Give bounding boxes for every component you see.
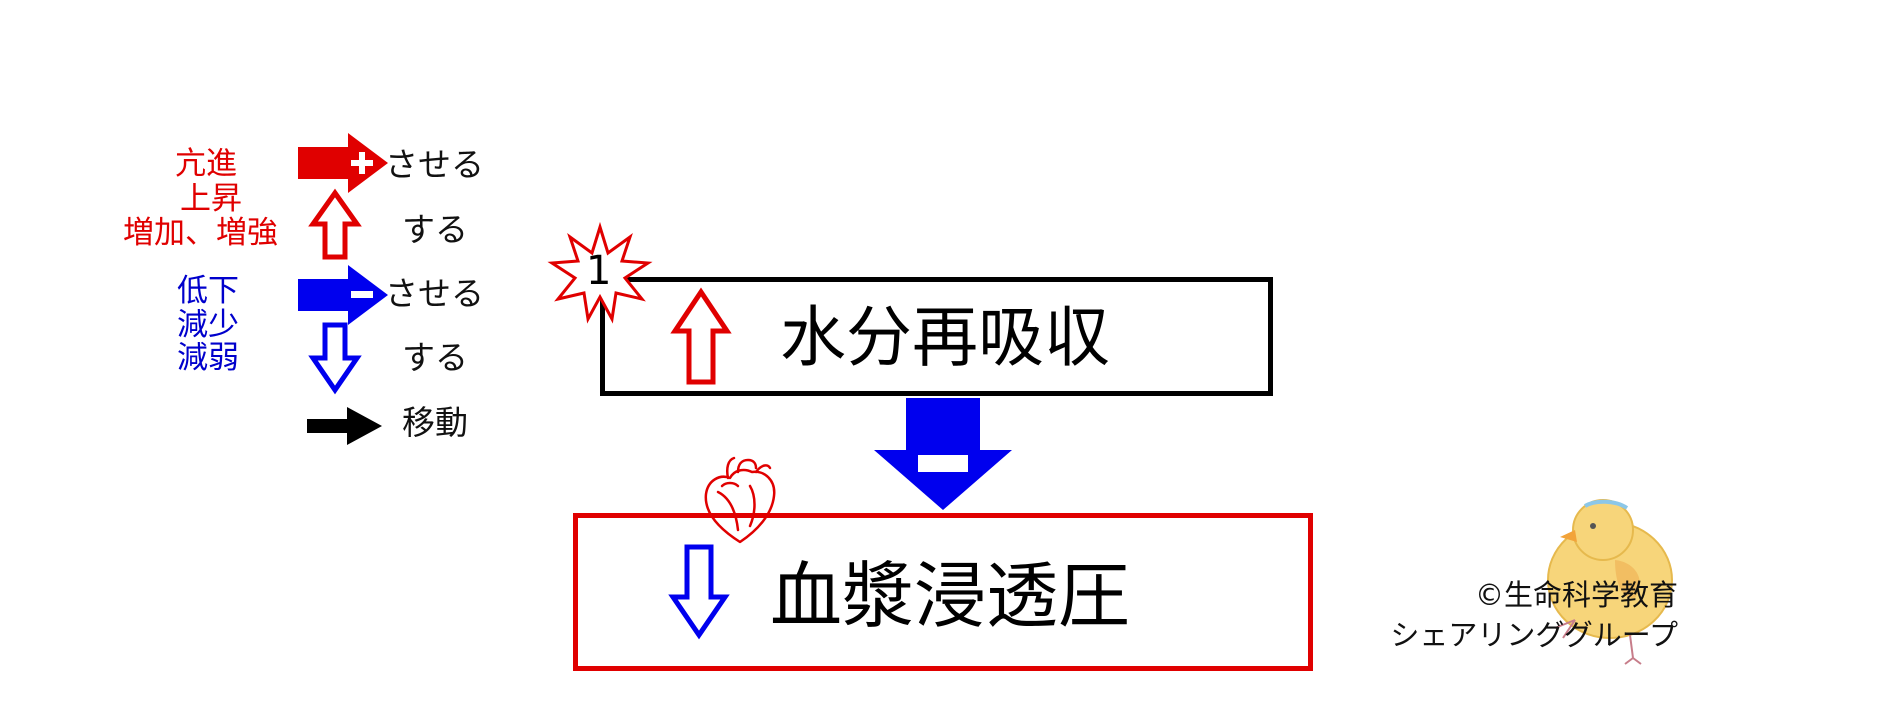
legend-label-rise: 上昇 bbox=[180, 181, 242, 217]
legend-suffix-suru-2: する bbox=[402, 338, 468, 377]
legend-label-enhance: 亢進 bbox=[175, 146, 237, 182]
legend-suffix-saseru-1: させる bbox=[385, 145, 484, 184]
legend-suffix-suru-1: する bbox=[402, 210, 468, 249]
legend-label-reduce: 減少 bbox=[177, 307, 239, 343]
red-up-arrow-icon bbox=[670, 287, 732, 385]
chick-mascot-icon bbox=[1547, 499, 1673, 665]
legend-label-weaken: 減弱 bbox=[177, 340, 239, 376]
copyright-line-2: シェアリンググループ bbox=[1390, 618, 1678, 652]
box-top-label: 水分再吸収 bbox=[780, 299, 1110, 376]
red-plus-arrow-icon bbox=[298, 133, 388, 193]
starburst-badge-icon bbox=[547, 221, 653, 324]
box-bottom-label: 血漿浸透圧 bbox=[770, 554, 1131, 638]
badge-number: 1 bbox=[586, 248, 612, 294]
legend-label-increase: 増加、増強 bbox=[123, 215, 278, 251]
legend-suffix-saseru-2: させる bbox=[385, 274, 484, 313]
blue-down-minus-arrow-icon bbox=[874, 398, 1012, 510]
blue-down-arrow-icon bbox=[308, 322, 362, 395]
blue-minus-arrow-icon bbox=[298, 265, 388, 325]
red-up-arrow-icon bbox=[308, 188, 362, 260]
legend-label-decrease: 低下 bbox=[177, 273, 239, 309]
heart-icon bbox=[704, 456, 776, 544]
copyright-line-1: ©生命科学教育 bbox=[1474, 578, 1678, 612]
legend-suffix-move: 移動 bbox=[402, 403, 468, 442]
blue-down-arrow-icon bbox=[668, 544, 730, 640]
black-move-arrow-icon bbox=[307, 407, 382, 445]
